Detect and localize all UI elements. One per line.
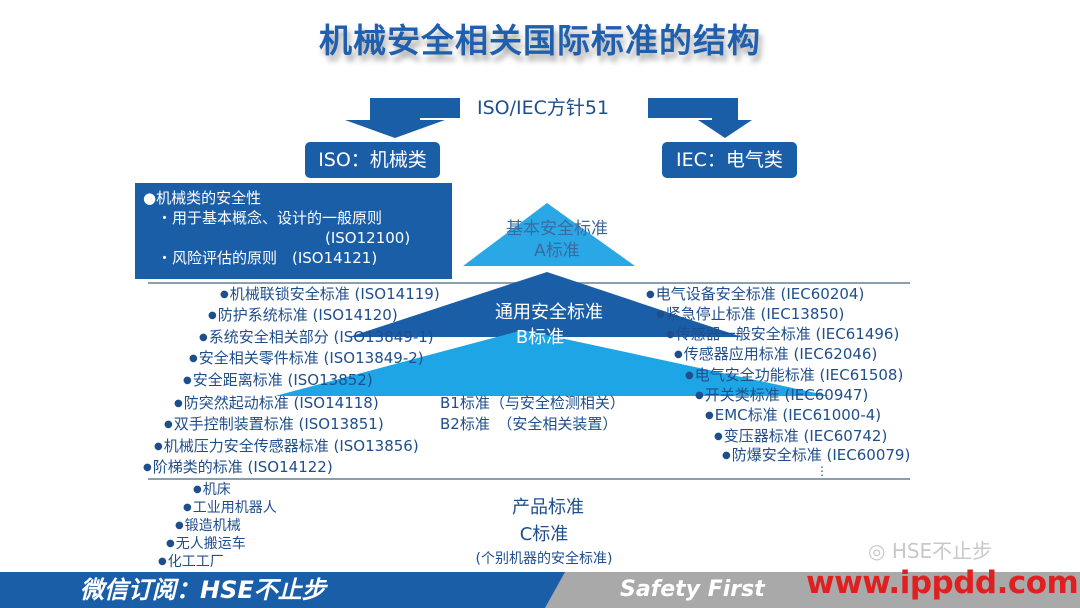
a-level-title: 基本安全标准 xyxy=(506,219,608,239)
iso-b-item: 系统安全相关部分 (ISO13849-1) xyxy=(199,328,434,347)
iec-b-item: 紧急停止标准 (IEC13850) xyxy=(656,305,845,324)
wechat-icon: ◎ xyxy=(868,539,892,563)
b2-standard-label: B2标准 （安全相关装置） xyxy=(440,415,618,433)
c-item: 锻造机械 xyxy=(175,517,241,535)
iec-b-item: 开关类标准 (IEC60947) xyxy=(695,386,869,405)
iso-b-item: 安全相关零件标准 (ISO13849-2) xyxy=(189,349,424,368)
iec-b-item: EMC标准 (IEC61000-4) xyxy=(705,406,881,425)
b-level-dark-triangle xyxy=(349,272,742,337)
iso-b-item: 双手控制装置标准 (ISO13851) xyxy=(164,415,384,434)
c-item: 无人搬运车 xyxy=(166,535,246,553)
watermark-account: ◎ HSE不止步 xyxy=(868,539,993,563)
iso-box: ISO：机械类 xyxy=(305,142,440,178)
iso-b-item: 阶梯类的标准 (ISO14122) xyxy=(143,458,333,477)
c-item: 机床 xyxy=(193,481,231,499)
a-level-subtitle: A标准 xyxy=(534,241,580,261)
a-box-item2: ・风险评估的原则 (ISO14121) xyxy=(157,249,378,267)
b-level-title: 通用安全标准 xyxy=(495,302,603,323)
iso-b-item: 防护系统标准 (ISO14120) xyxy=(208,306,398,325)
slide-title: 机械安全相关国际标准的结构 xyxy=(319,21,761,60)
a-box-item1: ・用于基本概念、设计的一般原则 xyxy=(157,209,383,227)
iso-b-item: 机械联锁安全标准 (ISO14119) xyxy=(220,285,440,304)
c-level-subtitle: C标准 xyxy=(519,524,569,545)
iec-b-item: 变压器标准 (IEC60742) xyxy=(714,427,888,446)
c-level-title: 产品标准 xyxy=(512,497,584,518)
divider-b-c xyxy=(148,478,910,480)
right-down-arrow xyxy=(648,98,752,138)
a-box-heading: ●机械类的安全性 xyxy=(143,189,262,207)
c-item: 化工工厂 xyxy=(158,553,224,571)
c-item: 工业用机器人 xyxy=(183,499,277,517)
a-box-item1-code: (ISO12100) xyxy=(325,229,411,247)
iec-b-item: 防爆安全标准 (IEC60079) xyxy=(722,446,911,465)
a-standard-box: ●机械类的安全性 ・用于基本概念、设计的一般原则 (ISO12100) ・风险评… xyxy=(135,183,452,279)
b-level-subtitle: B标准 xyxy=(515,327,565,348)
iso-b-item: 机械压力安全传感器标准 (ISO13856) xyxy=(154,437,419,456)
iso-b-item: 安全距离标准 (ISO13852) xyxy=(183,371,373,390)
footer-bar xyxy=(0,572,1080,608)
iec-more-ellipsis: ⋮ xyxy=(816,464,828,478)
iec-b-item: 传感器一般安全标准 (IEC61496) xyxy=(666,325,900,344)
b1-standard-label: B1标准（与安全检测相关） xyxy=(440,394,625,412)
watermark-url: www.ippdd.com xyxy=(806,565,1079,601)
iec-b-item: 电气安全功能标准 (IEC61508) xyxy=(685,366,904,385)
iec-box: IEC：电气类 xyxy=(662,142,797,178)
c-level-note: (个别机器的安全标准) xyxy=(475,551,613,567)
a-level-triangle xyxy=(463,203,635,266)
guide-51-label: ISO/IEC方针51 xyxy=(476,97,610,119)
iso-b-item: 防突然起动标准 (ISO14118) xyxy=(174,394,379,413)
footer-subscribe-text: 微信订阅：HSE不止步 xyxy=(80,576,326,604)
footer-safety-first: Safety First xyxy=(620,577,765,602)
iec-b-item: 传感器应用标准 (IEC62046) xyxy=(674,345,878,364)
left-down-arrow xyxy=(345,98,460,138)
iec-b-item: 电气设备安全标准 (IEC60204) xyxy=(646,285,865,304)
